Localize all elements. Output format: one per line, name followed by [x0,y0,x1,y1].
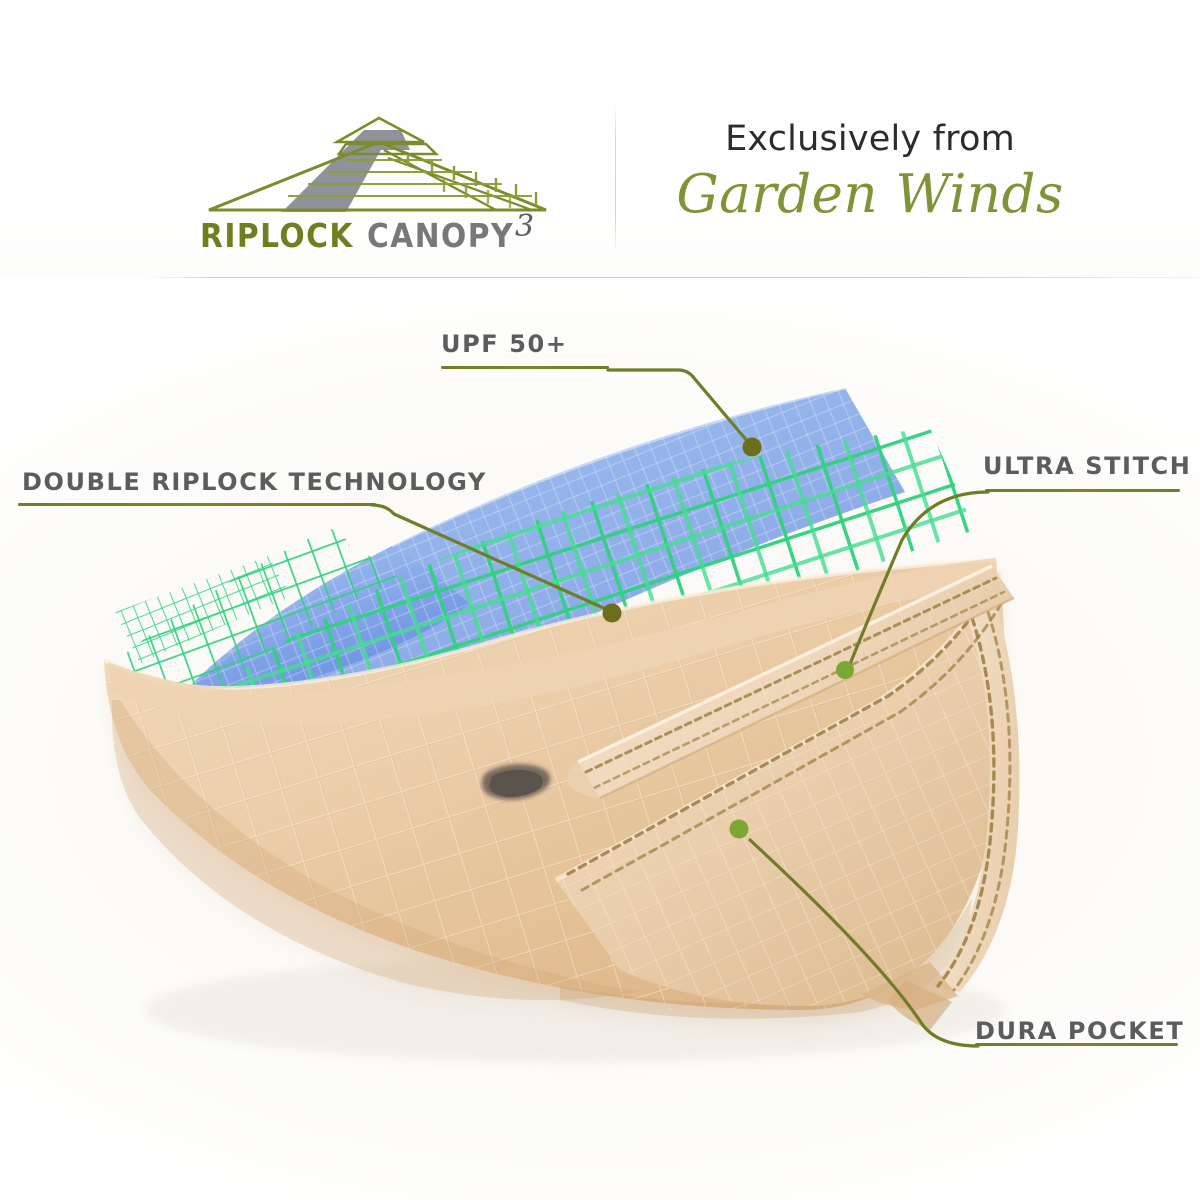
callout-label-upf: UPF 50+ [441,330,568,358]
logo-wordmark: RIPLOCK CANOPY 3 [200,209,586,255]
logo-word-riplock: RIPLOCK [200,216,354,255]
callout-label-ultra-stitch: ULTRA STITCH [983,452,1192,480]
callout-rule-upf [441,366,609,369]
pocket-opening-slit [481,764,551,800]
callout-rule-dura-pocket [975,1043,1178,1046]
riplock-canopy-logo: RIPLOCK CANOPY 3 [196,116,586,256]
header-vertical-divider [615,104,616,252]
tagline-line1: Exclusively from [725,119,1015,159]
brand-tagline: Exclusively from Garden Winds [660,118,1080,248]
callout-label-dura-pocket: DURA POCKET [975,1017,1185,1045]
header-divider [148,277,1200,278]
brand-name: Garden Winds [676,164,1064,225]
callout-rule-double-riplock [18,503,376,506]
canopy-gazebo-icon [208,116,547,212]
callout-rule-ultra-stitch [985,489,1180,492]
logo-word-canopy: CANOPY [366,216,515,255]
logo-superscript: 3 [515,209,535,244]
callout-label-double-riplock: DOUBLE RIPLOCK TECHNOLOGY [22,468,487,496]
header-band: RIPLOCK CANOPY 3 Exclusively from Garden… [0,0,1200,278]
